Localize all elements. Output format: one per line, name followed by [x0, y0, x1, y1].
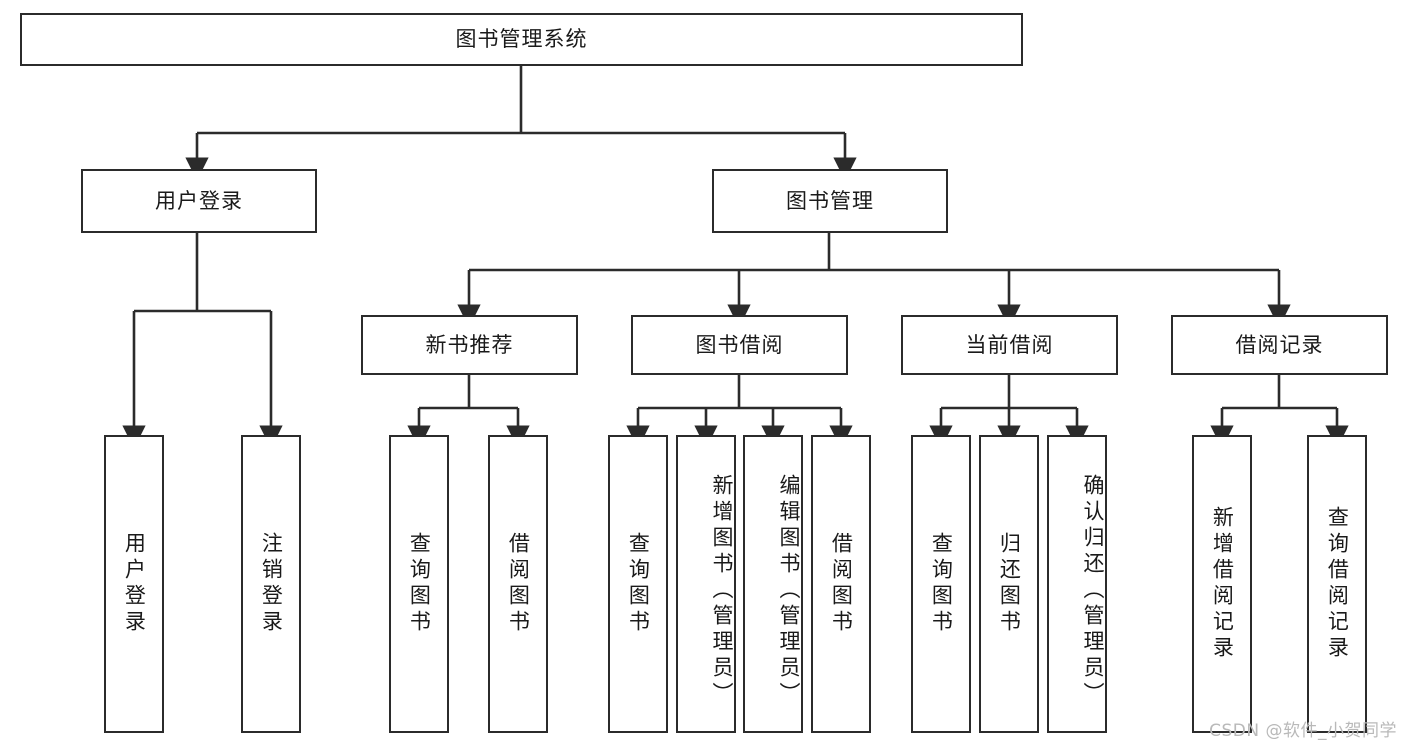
leaf-book-borrow-query-books[interactable]: 查询图书 [608, 435, 668, 733]
leaf-new-book-query-books[interactable]: 查询图书 [389, 435, 449, 733]
node-book-borrowing[interactable]: 图书借阅 [631, 315, 848, 375]
leaf-book-borrow-edit-book-admin[interactable]: 编辑图书（管理员） [743, 435, 803, 733]
leaf-book-borrow-add-book-admin[interactable]: 新增图书（管理员） [676, 435, 736, 733]
node-book-management[interactable]: 图书管理 [712, 169, 948, 233]
node-new-book-recommendation[interactable]: 新书推荐 [361, 315, 578, 375]
leaf-user-login-signin[interactable]: 用户登录 [104, 435, 164, 733]
leaf-current-borrow-confirm-return-admin[interactable]: 确认归还（管理员） [1047, 435, 1107, 733]
node-user-login[interactable]: 用户登录 [81, 169, 317, 233]
csdn-watermark: CSDN @软件_小贺同学 [1209, 721, 1397, 741]
node-current-borrowing[interactable]: 当前借阅 [901, 315, 1118, 375]
leaf-book-borrow-borrow-books[interactable]: 借阅图书 [811, 435, 871, 733]
leaf-current-borrow-query-books[interactable]: 查询图书 [911, 435, 971, 733]
node-borrowing-record[interactable]: 借阅记录 [1171, 315, 1388, 375]
leaf-user-login-signout[interactable]: 注销登录 [241, 435, 301, 733]
leaf-borrow-record-add-record[interactable]: 新增借阅记录 [1192, 435, 1252, 733]
leaf-new-book-borrow-books[interactable]: 借阅图书 [488, 435, 548, 733]
leaf-current-borrow-return-books[interactable]: 归还图书 [979, 435, 1039, 733]
leaf-borrow-record-query-record[interactable]: 查询借阅记录 [1307, 435, 1367, 733]
node-root-book-management-system[interactable]: 图书管理系统 [20, 13, 1023, 66]
